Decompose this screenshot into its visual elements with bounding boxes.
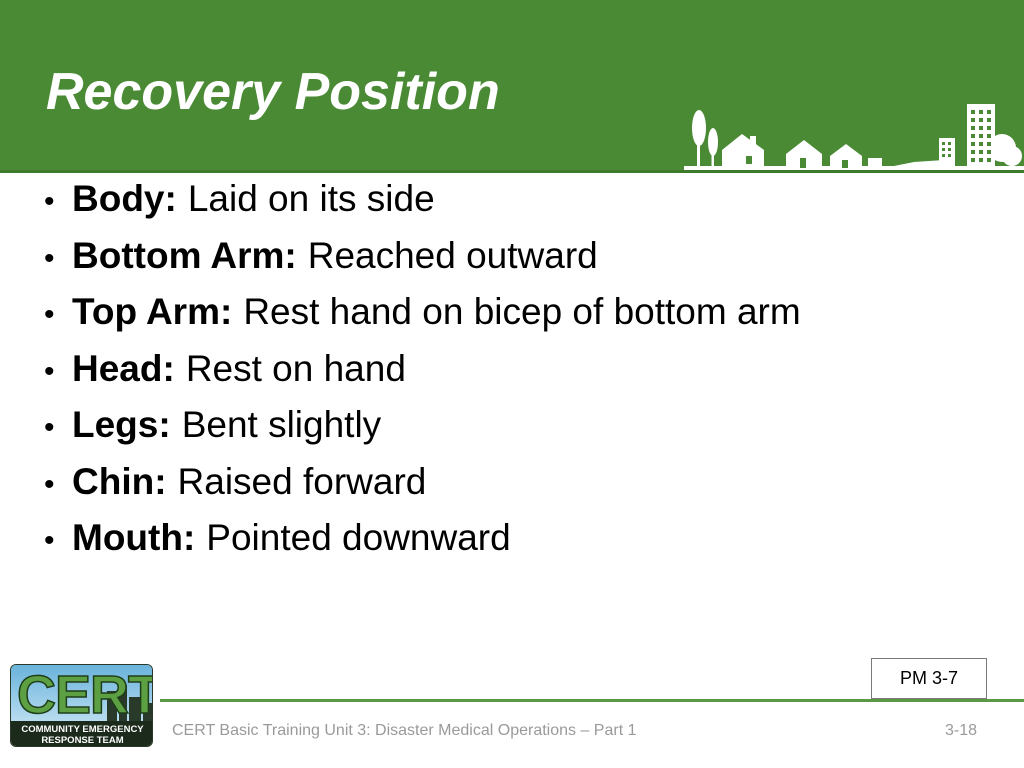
reference-box: PM 3-7: [871, 658, 987, 699]
logo-band: COMMUNITY EMERGENCY RESPONSE TEAM: [11, 721, 152, 746]
bullet-dot: •: [44, 354, 55, 388]
bullet-dot: •: [44, 524, 55, 557]
bullet-key: Legs:: [72, 404, 171, 445]
bullet-item: • Bottom Arm: Reached outward: [44, 235, 984, 292]
bullet-dot: •: [44, 411, 55, 444]
bullet-text: Rest hand on bicep of bottom arm: [243, 291, 801, 332]
bullet-item: • Mouth: Pointed downward: [44, 517, 984, 574]
footer-divider: [160, 699, 1024, 702]
logo-sky: [11, 665, 152, 721]
logo-city-icon: [107, 685, 152, 721]
bullet-item: • Legs: Bent slightly: [44, 404, 984, 461]
bullet-key: Mouth:: [72, 517, 196, 558]
bullet-text: Raised forward: [177, 460, 427, 502]
bullet-text: Laid on its side: [187, 178, 435, 219]
page-number: 3-18: [945, 722, 978, 739]
bullet-dot: •: [44, 185, 55, 218]
cert-logo: CERT COMMUNITY EMERGENCY RESPONSE TEAM: [10, 664, 153, 747]
town-skyline-icon: [684, 104, 1024, 172]
bullet-key: Head:: [72, 347, 175, 389]
bullet-dot: •: [44, 298, 55, 331]
bullet-key: Body:: [72, 178, 177, 219]
logo-wordmark: CERT: [16, 665, 153, 726]
header-divider: [0, 170, 1024, 173]
bullet-text: Reached outward: [307, 234, 598, 276]
bullet-item: • Body: Laid on its side: [44, 178, 984, 235]
footer-course-title: CERT Basic Training Unit 3: Disaster Med…: [172, 722, 637, 739]
bullet-text: Bent slightly: [181, 404, 382, 445]
logo-line-2: RESPONSE TEAM: [41, 734, 124, 746]
bullet-item: • Top Arm: Rest hand on bicep of bottom …: [44, 291, 984, 348]
bullet-text: Pointed downward: [206, 517, 511, 558]
bullet-text: Rest on hand: [185, 347, 406, 389]
bullet-key: Bottom Arm:: [72, 234, 297, 276]
header-banner: Recovery Position: [0, 0, 1024, 172]
slide-title: Recovery Position: [46, 63, 500, 121]
bullet-item: • Chin: Raised forward: [44, 461, 984, 518]
bullet-list: • Body: Laid on its side • Bottom Arm: R…: [44, 178, 984, 574]
bullet-dot: •: [44, 467, 55, 501]
bullet-dot: •: [44, 241, 55, 275]
logo-line-1: COMMUNITY EMERGENCY: [21, 723, 144, 735]
bullet-key: Chin:: [72, 460, 167, 502]
bullet-item: • Head: Rest on hand: [44, 348, 984, 405]
bullet-key: Top Arm:: [72, 291, 233, 332]
